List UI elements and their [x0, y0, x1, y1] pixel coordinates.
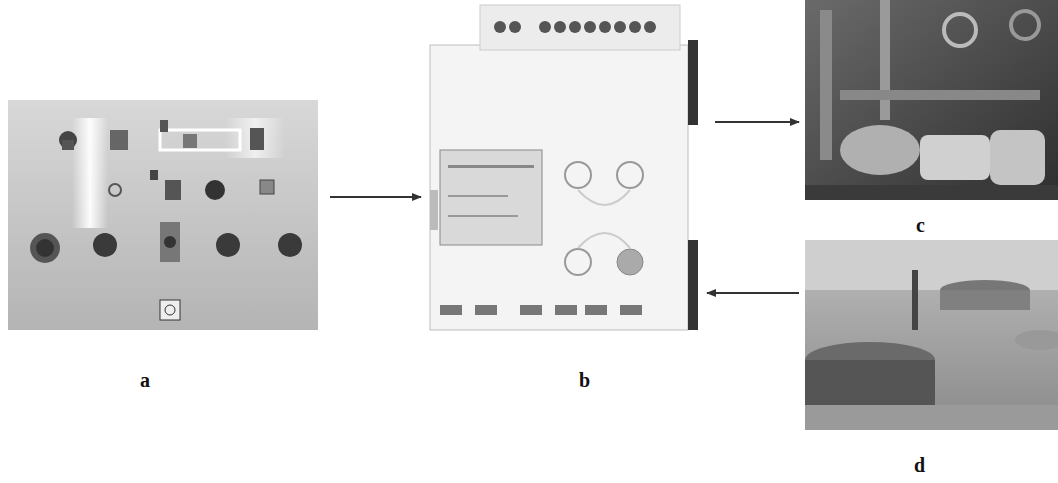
figure-label: a [140, 370, 150, 390]
flow-arrow [707, 292, 799, 294]
figure-panel: a [8, 100, 320, 395]
control-panel-photo [8, 100, 318, 330]
tank-photo [805, 240, 1058, 430]
flow-arrow [330, 196, 421, 198]
flow-arrow [715, 121, 799, 123]
pump-photo [805, 0, 1058, 200]
figure-panel: c [803, 2, 1056, 234]
figure-label: c [916, 215, 925, 235]
figure-panel: d [803, 240, 1056, 478]
figure-label: b [579, 370, 590, 390]
plc-device [430, 5, 698, 330]
figure-panel: b [425, 5, 705, 395]
figure-label: d [914, 455, 925, 475]
